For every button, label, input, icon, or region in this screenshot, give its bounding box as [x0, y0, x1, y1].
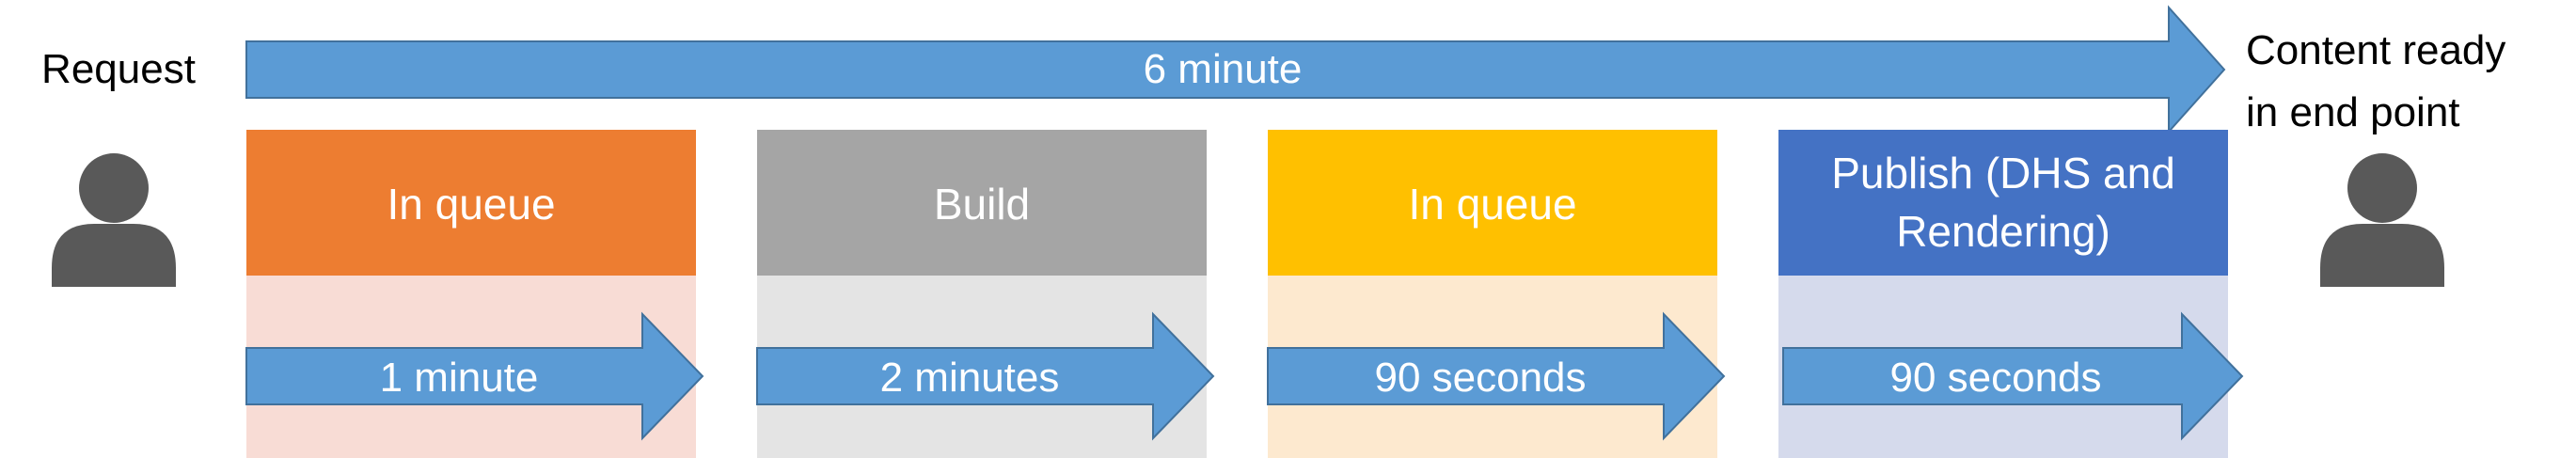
stage-1-header	[246, 130, 696, 276]
stage-1-title: In queue	[387, 180, 555, 229]
total-duration-arrow	[245, 5, 2226, 134]
request-label: Request	[41, 46, 196, 92]
stage-1: In queue 1 minute	[245, 130, 704, 458]
end-point-person-icon	[2320, 153, 2444, 287]
total-duration-label: 6 minute	[1144, 46, 1303, 92]
stage-4-header	[1778, 130, 2228, 276]
stage-4-title-line2: Rendering)	[1896, 207, 2110, 256]
stage-3-title: In queue	[1408, 180, 1576, 229]
stage-2-duration: 2 minutes	[880, 355, 1060, 401]
stage-2-header	[757, 130, 1207, 276]
stage-2-title: Build	[934, 180, 1030, 229]
stage-1-duration-arrow	[245, 311, 704, 441]
stage-4: Publish (DHS and Rendering) 90 seconds	[1778, 130, 2244, 458]
stage-3-duration-arrow	[1267, 311, 1726, 441]
end-label-line2: in end point	[2246, 89, 2460, 135]
stage-2-duration-arrow	[756, 311, 1215, 441]
stage-3: In queue 90 seconds	[1267, 130, 1726, 458]
stage-4-title-line1: Publish (DHS and	[1831, 149, 2175, 197]
stage-3-duration: 90 seconds	[1374, 355, 1586, 401]
stage-2: Build 2 minutes	[756, 130, 1215, 458]
end-label-line1: Content ready	[2246, 27, 2505, 73]
stage-3-header	[1268, 130, 1717, 276]
request-person-icon	[52, 153, 176, 287]
stage-1-duration: 1 minute	[380, 355, 539, 401]
stage-4-duration: 90 seconds	[1889, 355, 2101, 401]
stage-4-duration-arrow	[1782, 311, 2244, 441]
